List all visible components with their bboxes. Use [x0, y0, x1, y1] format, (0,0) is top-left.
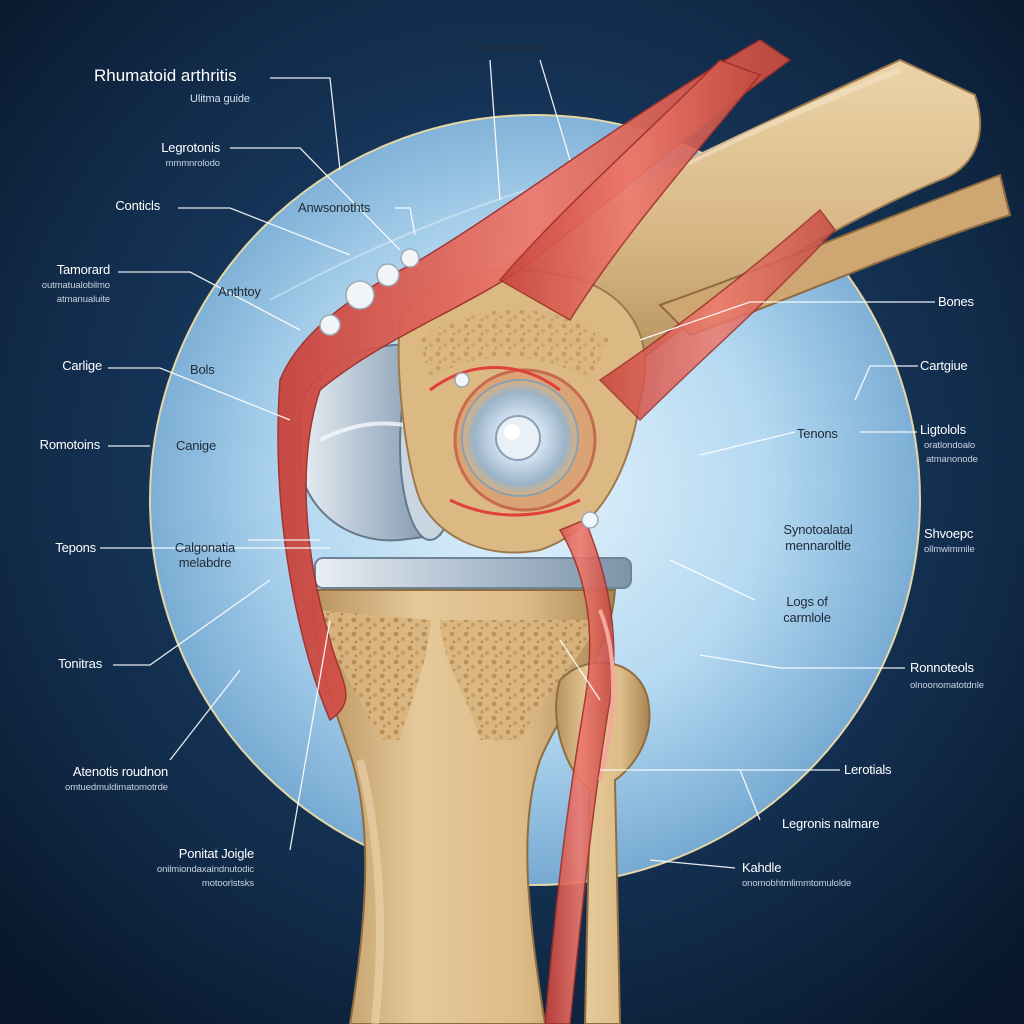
- label-right-lerotials: Lerotials: [844, 762, 892, 777]
- label-left-ponitat-joigle-sub2: motoorlstsks: [201, 878, 254, 889]
- label-inner-tenons: Tenons: [797, 426, 838, 441]
- label-inner-logs-of: Logs of: [786, 594, 828, 609]
- label-left-carlige: Carlige: [62, 358, 102, 373]
- label-right-ronnoteols: Ronnoteols: [910, 660, 974, 675]
- label-right-shvoepc-sub: ollmwimmile: [924, 544, 975, 555]
- label-right-cartgiue: Cartgiue: [920, 358, 968, 373]
- label-left-atenotis-roudnon: Atenotis roudnon: [72, 764, 168, 779]
- diagram-title: Rhumatoid arthritis: [94, 66, 237, 85]
- leader-lines: [100, 59, 935, 869]
- label-left-atenotis-roudnon-sub: omtuedmuldimatomotrde: [65, 782, 168, 793]
- label-left-conticls: Conticls: [115, 198, 160, 213]
- label-right-ligtolols: Ligtolols: [920, 422, 966, 437]
- label-left-tamorard-sub2: atmanualuite: [56, 294, 110, 305]
- label-right-kahdle: Kahdle: [742, 860, 782, 875]
- diagram-subtitle: Ulitma guide: [190, 93, 250, 105]
- label-inner-synotoalatal: Synotoalatal: [783, 522, 853, 537]
- label-right-ligtolols-sub2: atmanonode: [926, 454, 978, 465]
- label-inner-calgonatia-sub: melabdre: [178, 555, 232, 570]
- label-inner-logs-of-sub: carmlole: [783, 610, 831, 625]
- label-right-ronnoteols-sub: olnoonomatotdnle: [910, 680, 984, 691]
- tibial-cartilage: [314, 557, 632, 589]
- label-left-legrotonis: Legrotonis: [161, 140, 220, 155]
- label-inner-calgonatia: Calgonatia: [174, 540, 236, 555]
- synovial-bubbles: [319, 248, 599, 529]
- label-right-bones: Bones: [938, 294, 974, 309]
- label-top-center: Kshendmdina: [470, 40, 542, 54]
- label-right-legronis-nalmare: Legronis nalmare: [782, 816, 880, 831]
- label-inner-anwsonothts: Anwsonothts: [298, 200, 371, 215]
- label-inner-synotoalatal-sub: mennaroltle: [785, 538, 851, 553]
- label-left-tamorard-sub: outmatualobilmo: [41, 280, 110, 291]
- label-left-tamorard: Tamorard: [56, 262, 111, 277]
- label-inner-canige: Canige: [176, 438, 216, 453]
- label-left-tepons: Tepons: [55, 540, 96, 555]
- label-left-romotoins: Romotoins: [39, 437, 101, 452]
- muscle-tendons: [277, 39, 836, 1024]
- label-right-shvoepc: Shvoepc: [924, 526, 974, 541]
- label-inner-bols: Bols: [190, 362, 215, 377]
- label-left-ponitat-joigle-sub: onilmiondaxaindnutodic: [156, 864, 254, 875]
- label-right-ligtolols-sub: oratlondoalo: [924, 440, 976, 451]
- femoral-condyle: [397, 269, 647, 554]
- label-left-legrotonis-sub: mmmnrolodo: [165, 158, 221, 169]
- label-left-ponitat-joigle: Ponitat Joigle: [178, 846, 254, 861]
- label-right-kahdle-sub: onomobhtmlimmtomulolde: [742, 878, 852, 889]
- label-inner-anthtoy: Anthtoy: [218, 284, 261, 299]
- label-left-tonitras: Tonitras: [58, 656, 102, 671]
